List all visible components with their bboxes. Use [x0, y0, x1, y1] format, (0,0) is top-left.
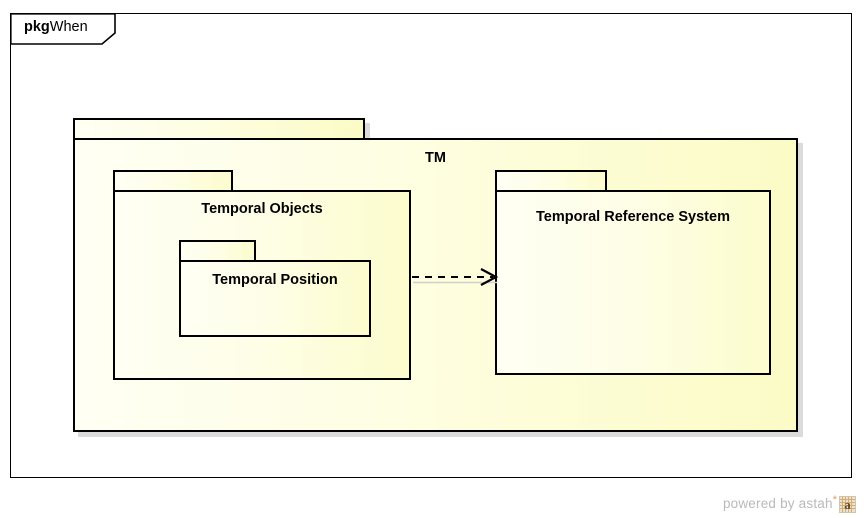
frame-name: When: [49, 19, 88, 35]
watermark-text: powered by astah: [722, 496, 833, 511]
package-tm-tab[interactable]: [73, 118, 365, 140]
watermark-star-icon: *: [832, 493, 837, 506]
astah-logo-icon: a: [839, 496, 856, 513]
frame-name-tab: pkgWhen: [10, 13, 116, 45]
package-temporal-position-tab[interactable]: [179, 240, 256, 262]
dependency-arrowhead: [480, 268, 499, 286]
frame-tab-label: pkgWhen: [24, 19, 88, 35]
package-temporal-objects-tab[interactable]: [113, 170, 233, 192]
frame-tab-shape: [10, 13, 116, 45]
dependency-arrow-temporal-objects-to-trs[interactable]: [405, 262, 505, 292]
watermark: powered by astah * a: [722, 493, 856, 513]
frame-keyword: pkg: [24, 19, 50, 35]
package-temporal-position-body[interactable]: [179, 260, 371, 337]
svg-text:a: a: [844, 497, 851, 512]
package-trs-tab[interactable]: [495, 170, 607, 192]
package-trs-body[interactable]: [495, 190, 771, 375]
